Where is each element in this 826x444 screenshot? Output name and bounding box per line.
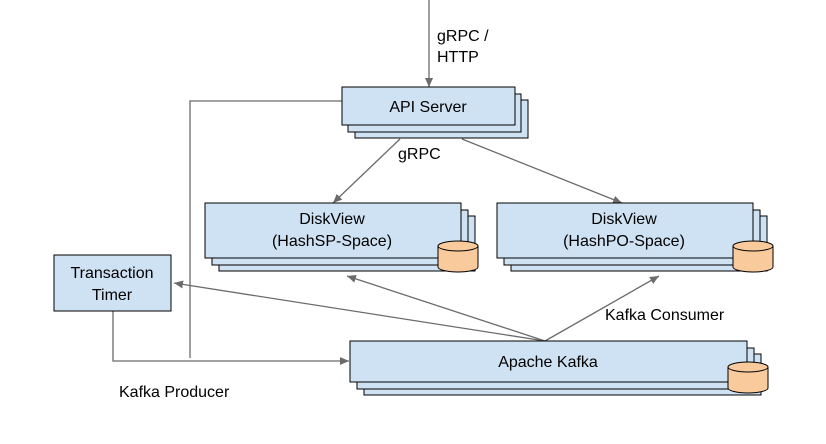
diskview-sp-database-icon (437, 240, 479, 273)
edge-kafka-to-diskview-sp (346, 275, 546, 342)
edge-api-server-to-diskview-sp (332, 138, 401, 204)
ingress-label-line-2: HTTP (437, 49, 479, 66)
diskview-po-box (496, 202, 754, 259)
apache-kafka-database-icon (727, 361, 769, 394)
node-diskview-sp: DiskView (HashSP-Space) (204, 202, 479, 273)
api-server-box (341, 86, 516, 126)
kafka-consumer-label: Kafka Consumer (605, 307, 725, 324)
node-api-server: API Server (341, 86, 529, 139)
diskview-po-label-line-1: DiskView (591, 211, 657, 228)
diskview-sp-label-line-1: DiskView (299, 211, 365, 228)
edge-labels: gRPC / HTTP gRPC Kafka Consumer Kafka Pr… (119, 28, 725, 401)
transaction-timer-label-line-2: Timer (92, 287, 133, 304)
node-transaction-timer: Transaction Timer (53, 254, 172, 312)
transaction-timer-label-line-1: Transaction (71, 265, 154, 282)
node-apache-kafka: Apache Kafka (349, 340, 769, 396)
node-diskview-po: DiskView (HashPO-Space) (496, 202, 774, 273)
api-server-label: API Server (389, 99, 467, 116)
apache-kafka-box (349, 340, 748, 383)
edge-api-server-to-kafka (189, 100, 342, 358)
edge-kafka-to-diskview-po (544, 275, 660, 342)
edge-transaction-timer-to-kafka (112, 311, 349, 365)
diskview-sp-box (204, 202, 462, 259)
apache-kafka-label: Apache Kafka (498, 354, 598, 371)
edges (112, 0, 660, 365)
kafka-producer-label: Kafka Producer (119, 384, 230, 401)
transaction-timer-box (53, 254, 172, 312)
grpc-label: gRPC (398, 146, 441, 163)
ingress-label-line-1: gRPC / (437, 28, 489, 45)
edge-kafka-to-transaction-timer (173, 280, 546, 342)
diskview-sp-label-line-2: (HashSP-Space) (272, 233, 392, 250)
diskview-po-database-icon (732, 240, 774, 273)
edge-api-server-to-diskview-po (461, 138, 623, 204)
diskview-po-label-line-2: (HashPO-Space) (563, 233, 685, 250)
